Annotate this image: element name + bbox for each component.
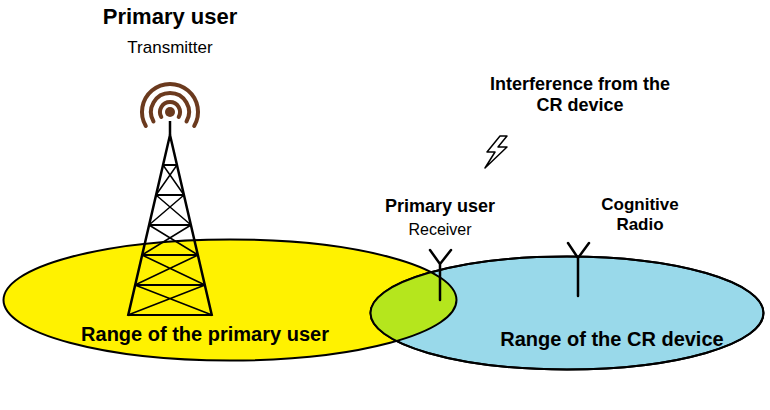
receiver-caption: Receiver — [408, 221, 471, 239]
wave-arc — [142, 84, 198, 126]
tower-mast — [169, 121, 172, 135]
range-ellipse: Range of the primary user — [2, 238, 458, 362]
range-ellipse: Range of the CR device — [369, 255, 765, 371]
range-label: Range of the primary user — [81, 323, 329, 345]
lightning-bolt — [485, 136, 507, 168]
receiver-heading: Primary user — [385, 196, 495, 217]
tower-caption: Transmitter — [127, 38, 212, 58]
cr-caption: Cognitive Radio — [590, 195, 690, 234]
wave-centre — [165, 107, 175, 117]
overlap-area — [4, 240, 457, 361]
range-area — [4, 240, 457, 361]
interference-note: Interference from the CR device — [483, 74, 678, 115]
tower-heading: Primary user — [103, 4, 238, 29]
range-border — [371, 257, 764, 370]
wave-arc — [151, 93, 189, 121]
transmitter-waves — [142, 84, 198, 126]
wave-arc — [160, 102, 180, 117]
range-label: Range of the CR device — [500, 328, 723, 350]
ellipse-outline — [369, 255, 765, 371]
